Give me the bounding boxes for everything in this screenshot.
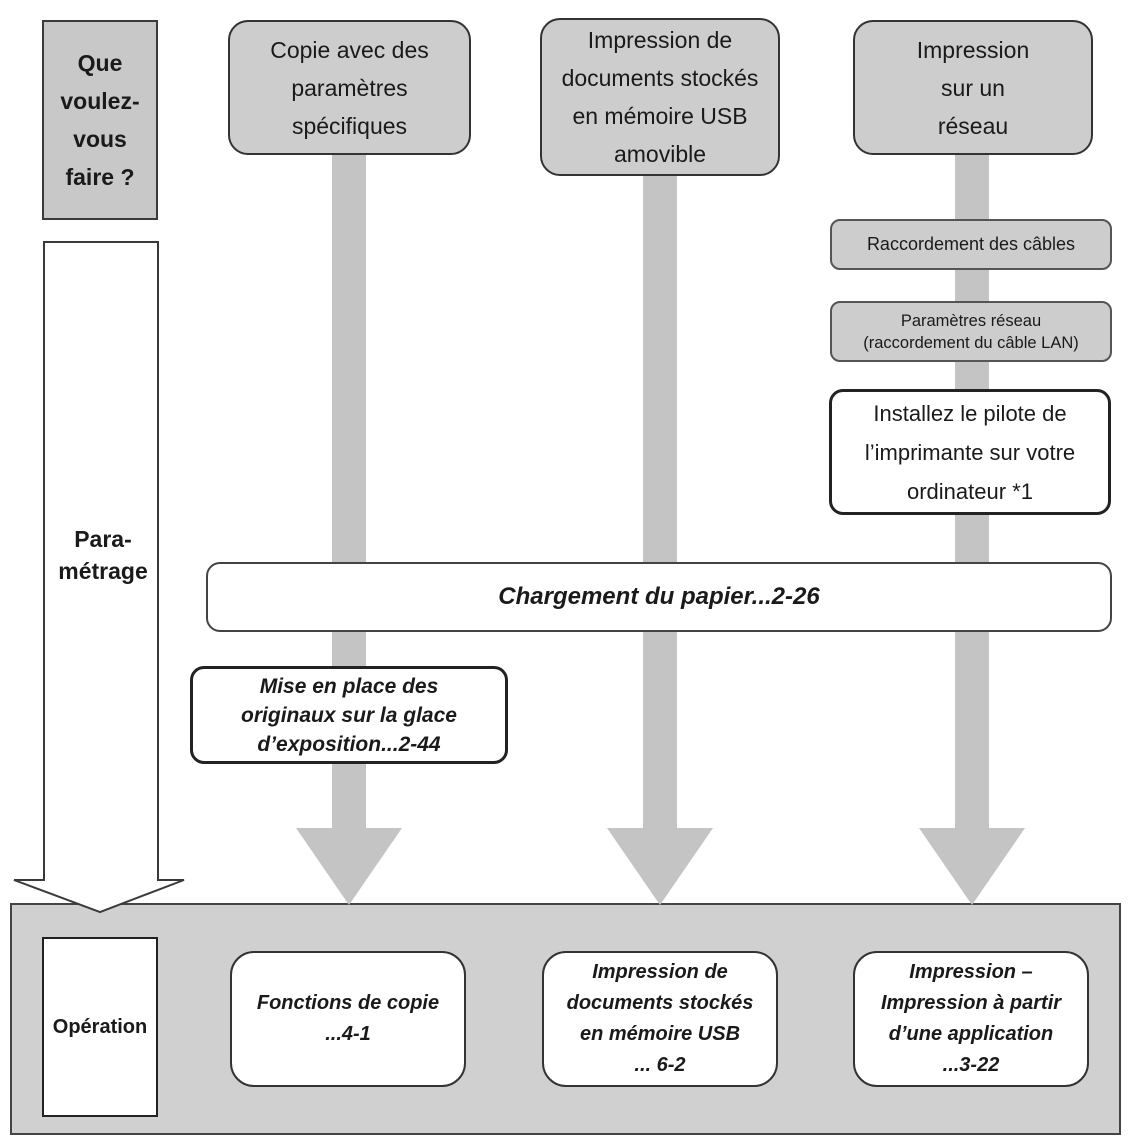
step-network-settings: Paramètres réseau (raccordement du câble… <box>830 301 1112 362</box>
dest-usb-printing: Impression de documents stockés en mémoi… <box>542 951 778 1087</box>
paper-loading-bar: Chargement du papier...2-26 <box>206 562 1112 632</box>
operation-label: Opération <box>52 1015 148 1038</box>
goal-line: Impression <box>916 36 1030 63</box>
dest-line: Impression – <box>909 961 1033 983</box>
paper-loading-label: Chargement du papier...2-26 <box>498 583 820 610</box>
goal-line: en mémoire USB <box>572 103 748 129</box>
copy-arrow-head <box>296 828 402 905</box>
question-line: voulez- <box>60 88 140 114</box>
step-cable-connection: Raccordement des câbles <box>830 219 1112 270</box>
originals-placement-box: Mise en place des originaux sur la glace… <box>190 666 508 764</box>
dest-network-printing: Impression – Impression à partir d’une a… <box>853 951 1089 1087</box>
dest-line: documents stockés <box>566 992 754 1014</box>
goal-copy-box: Copie avec des paramètres spécifiques <box>228 20 471 155</box>
goal-line: Copie avec des <box>270 36 429 63</box>
dest-line: Fonctions de copie <box>256 992 440 1014</box>
originals-line: Mise en place des <box>259 674 439 698</box>
dest-line: ... 6-2 <box>634 1054 686 1076</box>
goal-line: paramètres <box>291 74 408 101</box>
parametrage-line: Para- <box>74 526 132 552</box>
goal-line: réseau <box>937 112 1009 139</box>
step-line: (raccordement du câble LAN) <box>863 333 1079 352</box>
usb-arrow-head <box>607 828 713 905</box>
dest-copy-functions: Fonctions de copie ...4-1 <box>230 951 466 1087</box>
originals-line: originaux sur la glace <box>241 703 457 727</box>
goal-network-box: Impression sur un réseau <box>853 20 1093 155</box>
dest-line: Impression à partir <box>880 992 1062 1014</box>
question-box: Que voulez- vous faire ? <box>42 20 158 220</box>
step-line: l’imprimante sur votre <box>864 439 1076 465</box>
dest-line: en mémoire USB <box>579 1023 741 1045</box>
parametrage-label: Para- métrage <box>58 520 148 590</box>
network-arrow-head <box>919 828 1025 905</box>
step-line: Paramètres réseau <box>900 311 1042 330</box>
goal-line: sur un <box>941 74 1005 101</box>
goal-line: amovible <box>613 141 707 167</box>
question-line: faire ? <box>65 164 135 190</box>
dest-line: Impression de <box>592 961 728 983</box>
question-line: vous <box>73 126 127 152</box>
goal-line: documents stockés <box>561 65 759 91</box>
step-line: Installez le pilote de <box>873 400 1067 426</box>
step-install-driver: Installez le pilote de l’imprimante sur … <box>829 389 1111 515</box>
usb-arrow-shaft <box>643 176 677 830</box>
goal-usb-box: Impression de documents stockés en mémoi… <box>540 18 780 176</box>
dest-line: ...4-1 <box>325 1023 371 1045</box>
goal-line: spécifiques <box>291 112 408 139</box>
dest-line: d’une application <box>888 1023 1054 1045</box>
step-line: ordinateur *1 <box>907 478 1033 504</box>
operation-label-box: Opération <box>42 937 158 1117</box>
originals-line: d’exposition...2-44 <box>257 732 441 756</box>
step-line: Raccordement des câbles <box>866 234 1076 254</box>
question-line: Que <box>77 50 123 76</box>
dest-line: ...3-22 <box>942 1054 1000 1076</box>
parametrage-line: métrage <box>58 558 148 584</box>
goal-line: Impression de <box>587 27 733 53</box>
